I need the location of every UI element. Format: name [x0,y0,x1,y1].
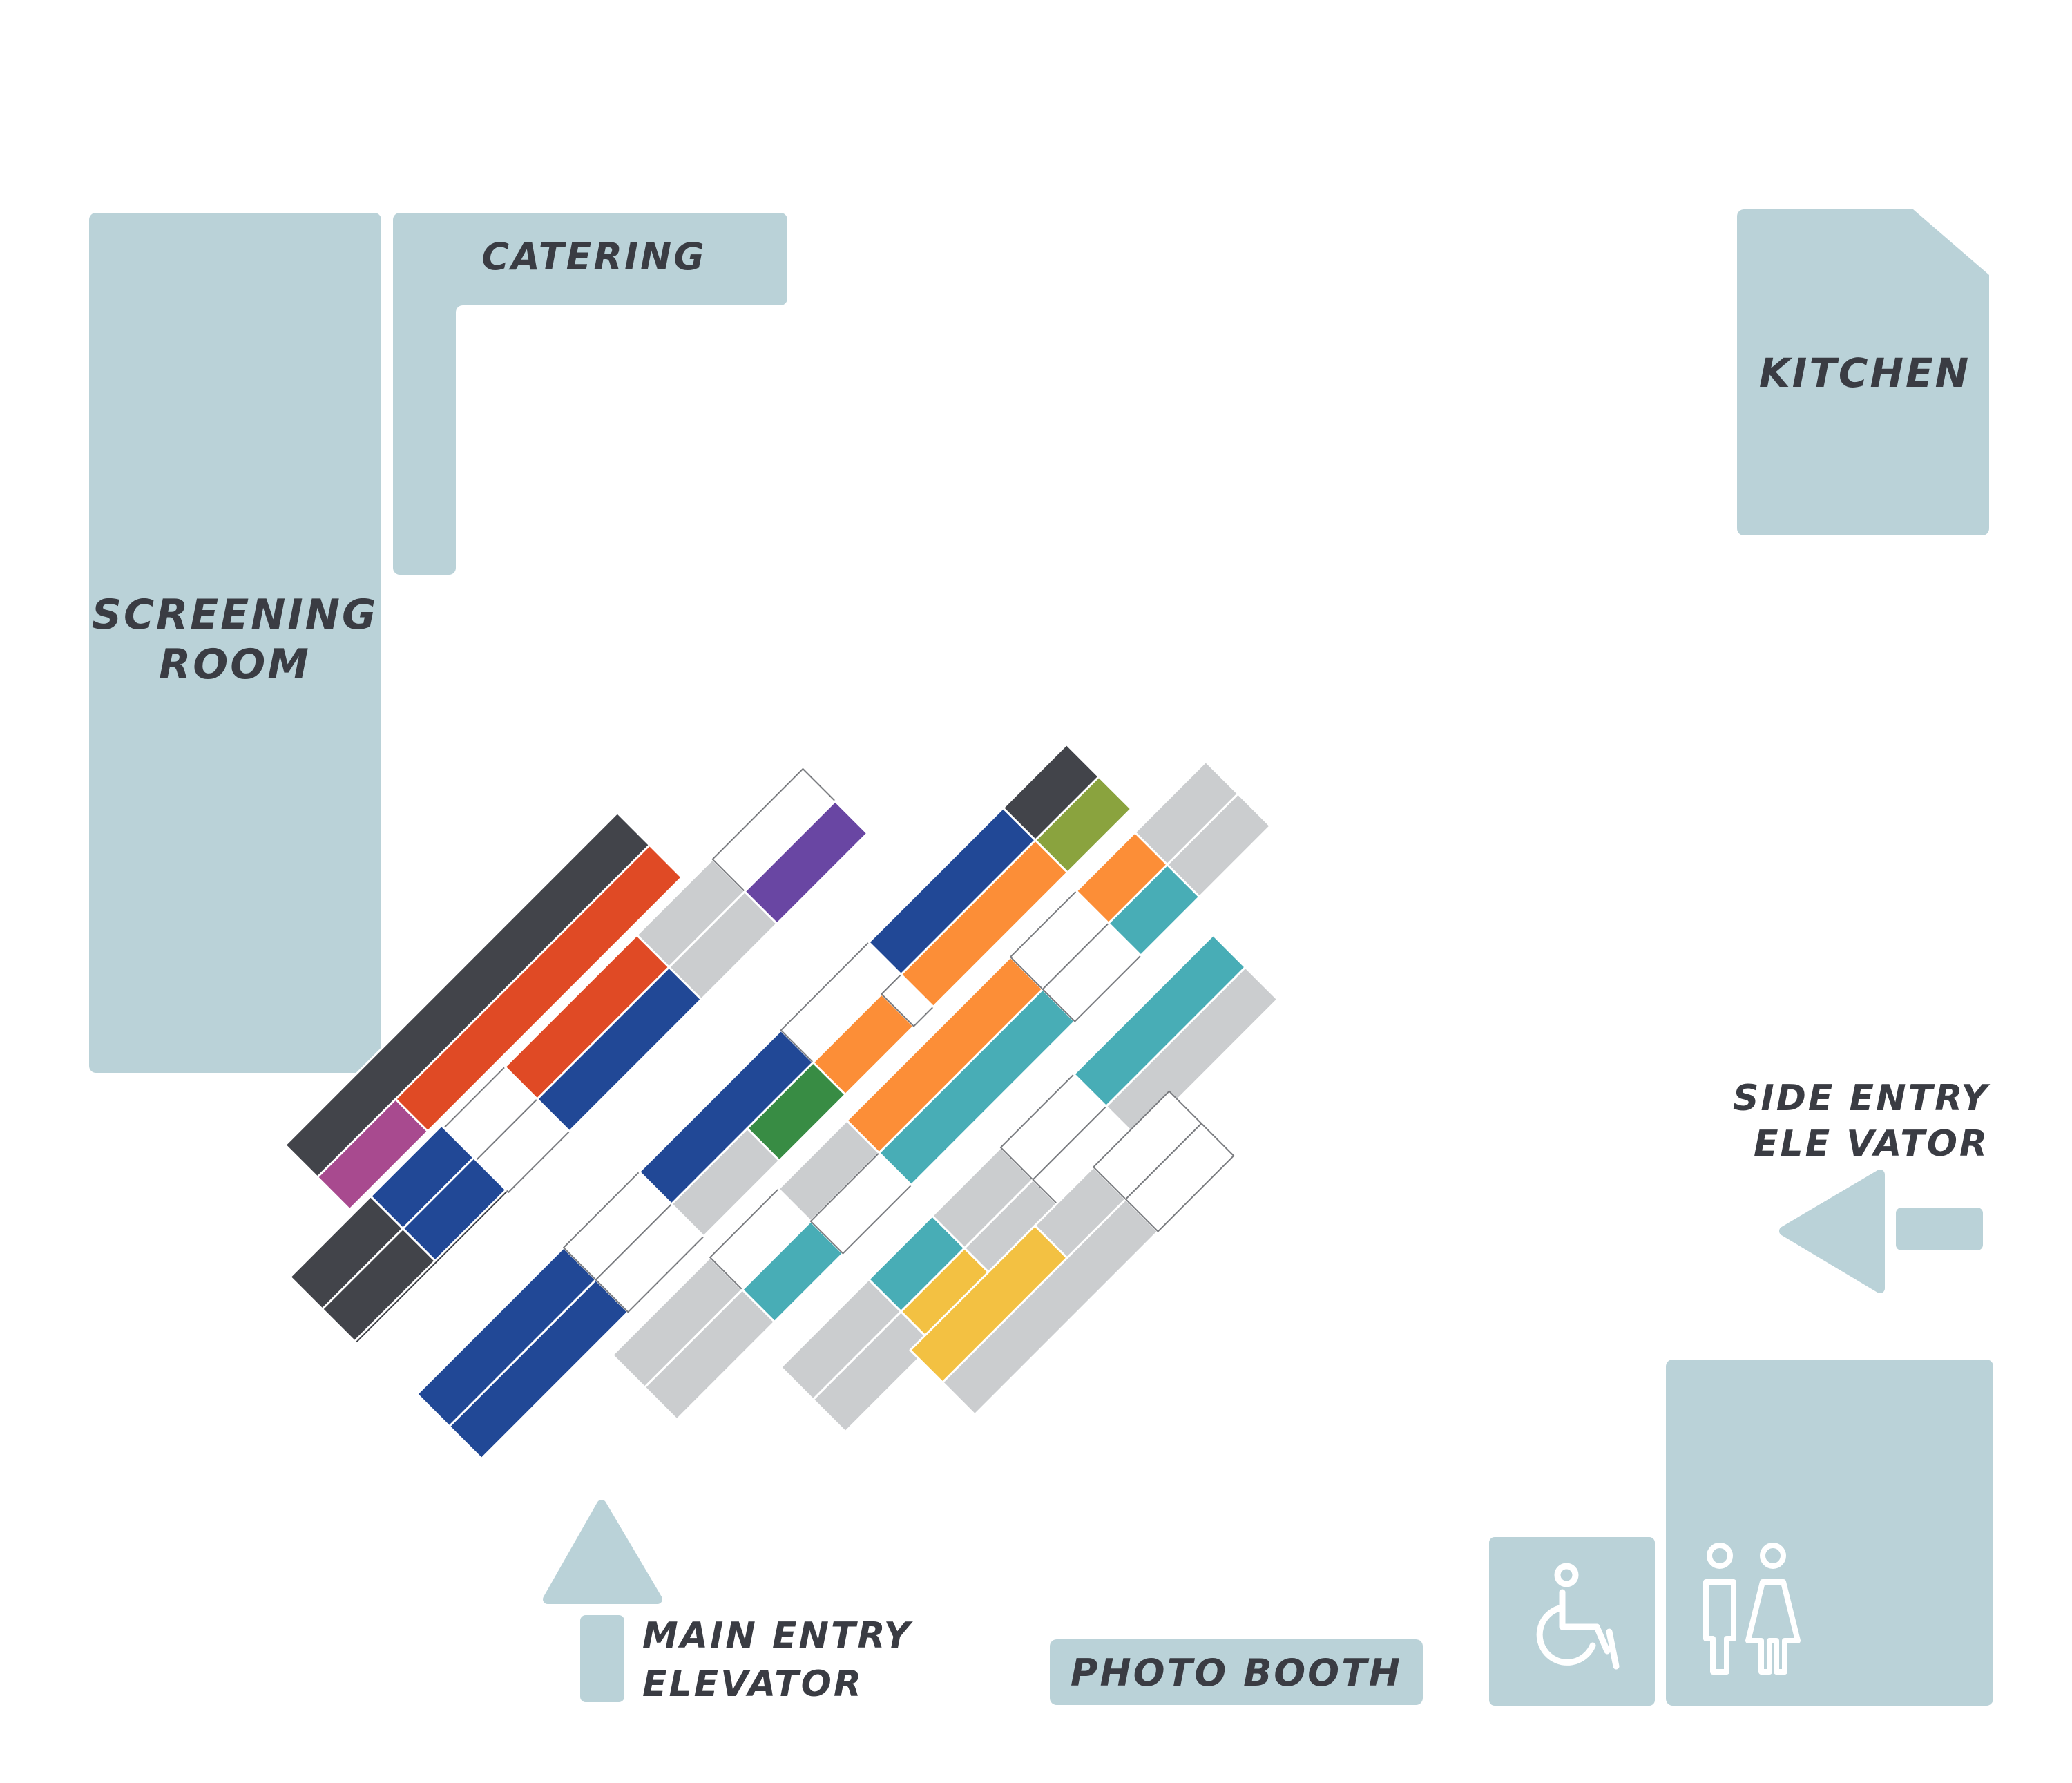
booth-6-1-1 [1124,1123,1235,1232]
screening-room [89,213,381,1073]
photo-booth-label: PHOTO BOOTH [1071,1651,1402,1695]
photo-booth [1050,1639,1423,1705]
booth-0-1-1 [394,843,683,1133]
booth-5-1-4 [1105,966,1279,1140]
labels-layer: SCREENING ROOM CATERING KITCHEN SIDE ENT… [92,235,1991,1705]
booth-2-1-1 [401,1156,508,1262]
screening-room-label-line2: ROOM [159,640,311,689]
side-entry-label-line2: ELE VATOR [1754,1123,1989,1165]
left-arrow-icon [1779,1170,1983,1293]
main-entry-label-line1: MAIN ENTRY [642,1615,914,1657]
catering-label: CATERING [481,235,706,278]
main-entry-label-line2: ELEVATOR [642,1663,863,1705]
booth-1-1-4 [743,800,869,925]
restrooms [1666,1360,1993,1706]
kitchen-label: KITCHEN [1759,350,1970,397]
up-arrow-icon [543,1500,662,1702]
restroom-man-icon [1703,1543,1736,1675]
booth-grid [284,743,1279,1460]
screening-room-label-line1: SCREENING [92,591,378,639]
accessible-restroom [1489,1537,1655,1706]
booth-4-1-6 [1166,792,1272,898]
catering-area [393,213,787,575]
kitchen-room [1737,209,1989,535]
restroom-woman-icon [1745,1543,1801,1675]
rooms-layer [89,209,1993,1706]
side-entry-label-line1: SIDE ENTRY [1733,1078,1991,1119]
wheelchair-icon [1536,1563,1620,1670]
booth-3-1-7 [1034,775,1133,874]
